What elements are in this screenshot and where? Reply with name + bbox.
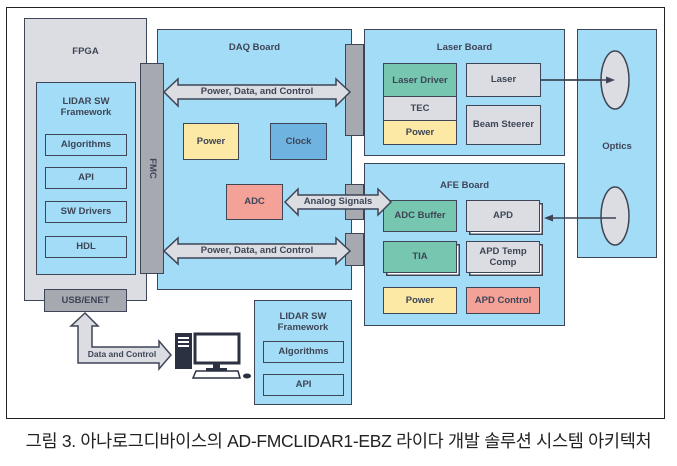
- bus-bottom-arrow: [162, 236, 352, 266]
- daq-clock: Clock: [270, 123, 327, 160]
- afe-board-title: AFE Board: [439, 180, 490, 191]
- pc-framework-title-line2: Framework: [277, 322, 329, 334]
- fpga-framework-title: LIDAR SW Framework: [37, 96, 135, 119]
- usb-enet-port: USB/ENET: [44, 289, 127, 312]
- apd-temp-comp: APD Temp Comp: [466, 241, 540, 273]
- laser: Laser: [466, 63, 541, 97]
- fpga-item-algorithms: Algorithms: [45, 134, 127, 156]
- fmc-connector: FMC: [140, 63, 164, 274]
- optics-title: Optics: [602, 141, 632, 152]
- daq-adc: ADC: [226, 184, 283, 220]
- afe-power: Power: [383, 287, 457, 314]
- apd-temp-line2: Comp: [489, 257, 517, 268]
- analog-signals-label: Analog Signals: [303, 196, 373, 207]
- figure-caption: 그림 3. 아나로그디바이스의 AD-FMCLIDAR1-EBZ 라이다 개발 …: [25, 431, 652, 451]
- figure-frame: [6, 7, 665, 419]
- bus-bottom-label: Power, Data, and Control: [200, 245, 314, 256]
- laser-power: Power: [383, 120, 457, 145]
- fpga-item-api: API: [45, 167, 127, 189]
- data-control-label: Data and Control: [87, 349, 157, 359]
- adc-buffer: ADC Buffer: [383, 200, 457, 232]
- computer-icon: [175, 332, 251, 379]
- analog-signals-arrow: [283, 187, 393, 217]
- data-control-arrow: [69, 311, 172, 372]
- fpga-item-hdl: HDL: [45, 236, 127, 258]
- tia: TIA: [383, 241, 457, 273]
- apd-control: APD Control: [466, 287, 540, 314]
- framework-title-line1: LIDAR SW: [62, 96, 110, 107]
- bus-top-arrow: [162, 77, 352, 108]
- fpga-item-sw-drivers: SW Drivers: [45, 201, 127, 223]
- framework-title-line2: Framework: [60, 107, 112, 119]
- bus-top-label: Power, Data, and Control: [200, 86, 314, 97]
- pc-item-api: API: [263, 374, 344, 396]
- pc-framework-title-line1: LIDAR SW: [279, 311, 327, 322]
- apd-arrowhead: [544, 214, 553, 222]
- laser-board-title: Laser Board: [436, 42, 493, 53]
- daq-power: Power: [183, 123, 239, 160]
- apd: APD: [466, 200, 540, 232]
- beam-steerer: Beam Steerer: [466, 105, 541, 145]
- optics-lens-bottom: [600, 186, 630, 246]
- fpga-title: FPGA: [72, 46, 99, 57]
- pc-item-algorithms: Algorithms: [263, 341, 344, 363]
- apd-temp-line1: APD Temp: [479, 245, 527, 257]
- pc-framework-title: LIDAR SW Framework: [255, 311, 351, 334]
- daq-board-title: DAQ Board: [228, 42, 281, 53]
